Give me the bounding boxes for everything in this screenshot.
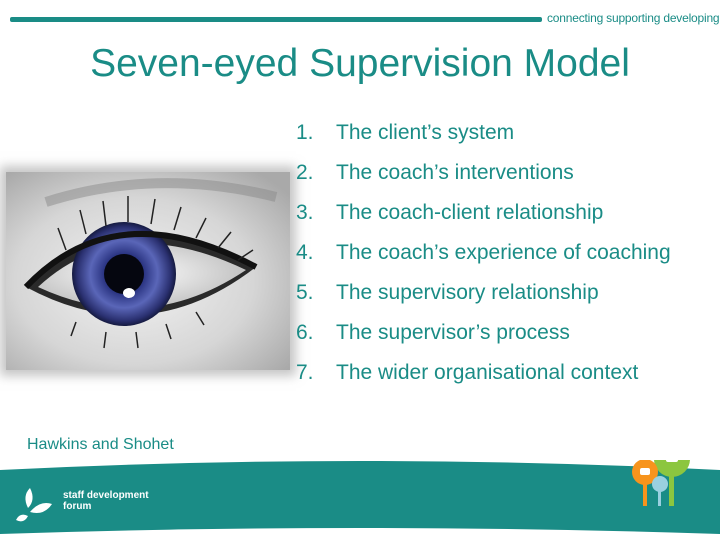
list-number: 5. [296, 281, 314, 304]
model-points-list: 1. The client’s system 2. The coach’s inte… [296, 118, 686, 398]
eye-icon [6, 172, 290, 370]
header-tagline: connecting supporting developing [547, 11, 720, 25]
leaf-logo-icon [16, 488, 52, 522]
footer-brand: staff development forum [63, 490, 149, 512]
list-item: 2. The coach’s interventions [296, 158, 686, 188]
list-number: 2. [296, 161, 314, 184]
slide-title: Seven-eyed Supervision Model [90, 42, 630, 85]
list-item: 5. The supervisory relationship [296, 278, 686, 308]
footer-band [0, 460, 720, 540]
trees-icon [632, 460, 690, 506]
list-text: The coach-client relationship [336, 201, 604, 224]
list-text: The wider organisational context [336, 361, 639, 384]
brand-line: forum [63, 501, 92, 512]
list-item: 4. The coach’s experience of coaching [296, 238, 686, 268]
list-number: 1. [296, 121, 314, 144]
header-rule [10, 17, 542, 22]
list-text: The supervisory relationship [336, 281, 599, 304]
brand-line: staff development [63, 490, 149, 501]
list-number: 7. [296, 361, 314, 384]
list-item: 3. The coach-client relationship [296, 198, 686, 228]
list-text: The client’s system [336, 121, 515, 144]
list-number: 6. [296, 321, 314, 344]
list-item: 6. The supervisor’s process [296, 318, 686, 348]
list-text: The supervisor’s process [336, 321, 570, 344]
list-number: 3. [296, 201, 314, 224]
list-item: 7. The wider organisational context [296, 358, 686, 388]
list-text: The coach’s interventions [336, 161, 574, 184]
attribution: Hawkins and Shohet [27, 436, 174, 453]
list-item: 1. The client’s system [296, 118, 686, 148]
list-text: The coach’s experience of coaching [336, 241, 671, 264]
eye-image [6, 172, 290, 370]
list-number: 4. [296, 241, 314, 264]
